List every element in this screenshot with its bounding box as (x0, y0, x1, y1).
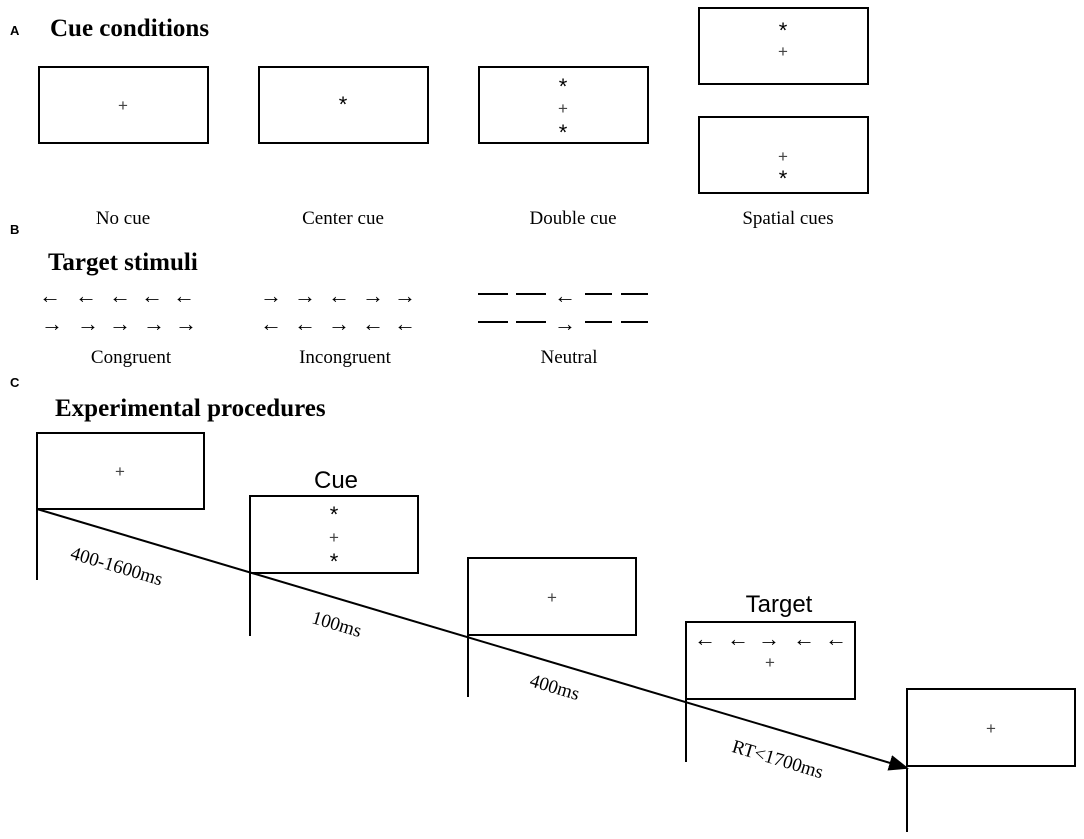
left-arrow: ← (394, 311, 416, 336)
label-neutral: Neutral (541, 347, 598, 368)
right-arrow: → (394, 283, 416, 308)
fixation-screen (36, 432, 205, 510)
fixation-cross: + (778, 147, 788, 166)
left-arrow: ← (173, 283, 195, 308)
target-screen (685, 621, 856, 700)
final-fixation-screen (906, 688, 1076, 767)
spatial-cue-upper-screen (698, 7, 869, 85)
target-label: Target (746, 591, 813, 618)
cue-asterisk: * (339, 92, 348, 117)
cue-asterisk: * (330, 549, 339, 574)
fixation-cross: + (778, 42, 788, 61)
label-double-cue: Double cue (529, 208, 616, 229)
right-arrow: → (143, 311, 165, 336)
left-arrow: ← (694, 626, 716, 651)
left-arrow: ← (109, 283, 131, 308)
label-congruent: Congruent (91, 347, 172, 368)
right-arrow: → (77, 311, 99, 336)
duration-response: RT<1700ms (730, 736, 826, 783)
panel-b-letter: B (10, 222, 19, 237)
fixation-cross: + (986, 719, 996, 738)
fixation-cross: + (558, 99, 568, 118)
left-arrow: ← (294, 311, 316, 336)
label-spatial-cues: Spatial cues (742, 208, 833, 229)
cue-asterisk: * (559, 74, 568, 99)
left-arrow: ← (825, 626, 847, 651)
cue-asterisk: * (779, 166, 788, 191)
left-arrow: ← (362, 311, 384, 336)
duration-cue: 100ms (309, 607, 364, 642)
incongruent-row-1: → → ← → → (260, 283, 416, 308)
post-cue-fixation-screen (467, 557, 637, 636)
incongruent-row-2: ← ← → ← ← (260, 311, 416, 336)
label-no-cue: No cue (96, 208, 150, 229)
left-arrow: ← (727, 626, 749, 651)
left-arrow: ← (793, 626, 815, 651)
congruent-row-left: ← ← ← ← ← (39, 283, 195, 308)
fixation-cross: + (118, 96, 128, 115)
left-arrow: ← (39, 283, 61, 308)
left-arrow: ← (75, 283, 97, 308)
left-arrow: ← (260, 311, 282, 336)
timeline-ticks (36, 509, 908, 832)
congruent-row-right: → → → → → (41, 311, 197, 336)
fixation-cross: + (329, 528, 339, 547)
no-cue-screen (38, 66, 209, 144)
timeline-arrow (36, 508, 909, 771)
right-arrow: → (41, 311, 63, 336)
panel-a-title: Cue conditions (50, 15, 209, 42)
left-arrow: ← (141, 283, 163, 308)
cue-asterisk: * (559, 120, 568, 145)
target-arrow-row: ← ← → ← ← (694, 626, 847, 651)
left-arrow: ← (328, 283, 350, 308)
label-center-cue: Center cue (302, 208, 384, 229)
right-arrow: → (109, 311, 131, 336)
center-cue-screen (258, 66, 429, 144)
right-arrow: → (175, 311, 197, 336)
fixation-cross: + (765, 653, 775, 672)
right-arrow: → (554, 311, 576, 336)
panel-c-title: Experimental procedures (55, 395, 326, 422)
right-arrow: → (758, 626, 780, 651)
double-cue-screen (478, 66, 649, 144)
right-arrow: → (362, 283, 384, 308)
panel-c-letter: C (10, 375, 20, 390)
right-arrow: → (294, 283, 316, 308)
panel-b-title: Target stimuli (48, 249, 198, 276)
spatial-cue-lower-screen (698, 116, 869, 194)
cue-asterisk: * (330, 502, 339, 527)
cue-screen (249, 495, 419, 574)
right-arrow: → (328, 311, 350, 336)
duration-interval: 400ms (527, 670, 582, 705)
right-arrow: → (260, 283, 282, 308)
fixation-cross: + (115, 462, 125, 481)
duration-fixation: 400-1600ms (68, 543, 165, 590)
panel-a-letter: A (10, 23, 20, 38)
fixation-cross: + (547, 588, 557, 607)
cue-label: Cue (314, 467, 358, 494)
label-incongruent: Incongruent (299, 347, 392, 368)
left-arrow: ← (554, 283, 576, 308)
cue-asterisk: * (779, 18, 788, 43)
